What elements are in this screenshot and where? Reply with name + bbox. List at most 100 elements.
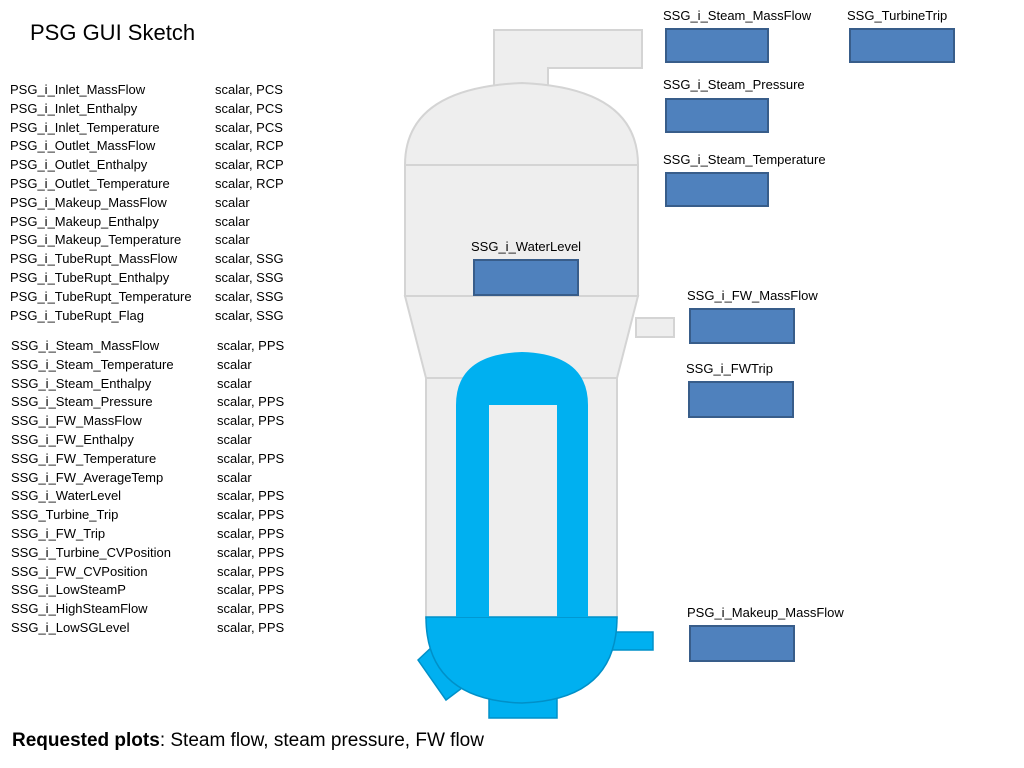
variable-type: scalar, RCP xyxy=(215,175,284,191)
variable-type: scalar xyxy=(217,356,252,372)
variable-row: SSG_i_LowSteamP scalar, PPS xyxy=(11,581,284,600)
feedwater-nozzle xyxy=(635,317,675,338)
steam-massflow-field[interactable] xyxy=(665,28,769,63)
variable-type: scalar xyxy=(215,194,250,210)
fw-trip-label: SSG_i_FWTrip xyxy=(686,361,773,376)
steam-temperature-label: SSG_i_Steam_Temperature xyxy=(663,152,826,167)
variable-type: scalar, PPS xyxy=(217,507,285,523)
variable-name: PSG_i_TubeRupt_Flag xyxy=(10,307,144,323)
variable-type: scalar, PCS xyxy=(215,82,283,97)
variable-name: SSG_i_Steam_Temperature xyxy=(11,356,174,372)
variable-name: PSG_i_Makeup_MassFlow xyxy=(10,194,167,210)
variable-name: PSG_i_Makeup_Temperature xyxy=(10,232,182,248)
u-tube-bundle xyxy=(456,352,588,617)
makeup-massflow-field[interactable] xyxy=(689,625,795,662)
variable-row: PSG_i_TubeRupt_MassFlow scalar, SSG xyxy=(10,250,284,269)
variable-name: PSG_i_Inlet_MassFlow xyxy=(10,82,146,97)
variable-type: scalar, SSG xyxy=(215,269,284,285)
variable-type: scalar, SSG xyxy=(215,251,284,267)
variable-type: scalar, PPS xyxy=(217,525,285,541)
variable-type: scalar, SSG xyxy=(215,307,284,323)
primary-head xyxy=(425,616,618,704)
variable-row: PSG_i_TubeRupt_Temperature scalar, SSG xyxy=(10,288,284,307)
variable-name: SSG_i_FW_Trip xyxy=(11,525,106,541)
variable-type: scalar, PPS xyxy=(217,338,285,353)
variable-row: PSG_i_TubeRupt_Flag scalar, SSG xyxy=(10,307,284,326)
requested-plots-label: Requested plots xyxy=(12,730,160,751)
makeup-massflow-label: PSG_i_Makeup_MassFlow xyxy=(687,605,844,620)
variable-type: scalar, SSG xyxy=(215,288,284,304)
upper-dome xyxy=(403,81,640,166)
variable-name: PSG_i_TubeRupt_MassFlow xyxy=(10,251,178,267)
variable-type: scalar, RCP xyxy=(215,138,284,154)
variable-row: PSG_i_Makeup_Temperature scalar xyxy=(10,231,284,250)
variable-row: SSG_i_FW_Enthalpy scalar xyxy=(11,431,284,450)
variable-name: SSG_i_Steam_Pressure xyxy=(11,394,153,410)
variable-name: SSG_i_WaterLevel xyxy=(11,488,122,504)
variable-type: scalar, RCP xyxy=(215,157,284,173)
variable-row: PSG_i_Outlet_MassFlow scalar, RCP xyxy=(10,137,284,156)
lower-shell xyxy=(425,377,618,619)
steam-pressure-field[interactable] xyxy=(665,98,769,133)
variable-type: scalar xyxy=(217,375,252,391)
variable-type: scalar xyxy=(217,431,252,447)
variable-type: scalar, PPS xyxy=(217,563,285,579)
variable-row: PSG_i_Inlet_Temperature scalar, PCS xyxy=(10,119,284,138)
variable-row: SSG_i_Steam_Temperature scalar xyxy=(11,356,284,375)
variable-name: SSG_i_Turbine_CVPosition xyxy=(11,544,171,560)
variable-name: SSG_i_LowSGLevel xyxy=(11,619,130,635)
variable-name: PSG_i_Inlet_Temperature xyxy=(10,119,160,135)
variable-type: scalar, PPS xyxy=(217,488,285,504)
variable-name: SSG_i_FW_MassFlow xyxy=(11,413,142,429)
variable-type: scalar xyxy=(217,469,252,485)
variable-row: SSG_i_FW_CVPosition scalar, PPS xyxy=(11,563,284,582)
variable-row: SSG_i_Steam_MassFlow scalar, PPS xyxy=(11,337,284,356)
steam-pressure-label: SSG_i_Steam_Pressure xyxy=(663,77,805,92)
variable-name: PSG_i_Inlet_Enthalpy xyxy=(10,100,138,116)
variable-name: SSG_i_FW_CVPosition xyxy=(11,563,148,579)
variable-name: PSG_i_TubeRupt_Temperature xyxy=(10,288,192,304)
variable-name: SSG_i_Steam_MassFlow xyxy=(11,338,160,353)
requested-plots-note: Requested plots: Steam flow, steam press… xyxy=(12,730,484,752)
variable-name: SSG_i_LowSteamP xyxy=(11,582,126,598)
variable-name: SSG_i_FW_Enthalpy xyxy=(11,431,134,447)
requested-plots-text: : Steam flow, steam pressure, FW flow xyxy=(159,730,484,751)
variable-name: PSG_i_Outlet_Enthalpy xyxy=(10,157,148,173)
turbine-trip-field[interactable] xyxy=(849,28,955,63)
fw-trip-field[interactable] xyxy=(688,381,794,418)
variable-type: scalar, PCS xyxy=(215,119,283,135)
page-title: PSG GUI Sketch xyxy=(30,20,196,45)
variable-row: SSG_i_FW_AverageTemp scalar xyxy=(11,469,284,488)
variable-type: scalar, PPS xyxy=(217,544,285,560)
variable-type: scalar xyxy=(215,232,250,248)
variable-name: PSG_i_Outlet_MassFlow xyxy=(10,138,156,154)
variable-name: SSG_i_FW_AverageTemp xyxy=(11,469,164,485)
steam-temperature-field[interactable] xyxy=(665,172,769,207)
variable-type: scalar, PPS xyxy=(217,582,285,598)
variable-row: PSG_i_Makeup_MassFlow scalar xyxy=(10,194,284,213)
variable-name: SSG_i_HighSteamFlow xyxy=(11,601,148,617)
variable-row: SSG_i_Turbine_CVPosition scalar, PPS xyxy=(11,544,284,563)
variable-row: SSG_i_FW_Trip scalar, PPS xyxy=(11,525,284,544)
variable-row: SSG_i_WaterLevel scalar, PPS xyxy=(11,487,284,506)
variable-name: PSG_i_Outlet_Temperature xyxy=(10,175,170,191)
water-level-field[interactable] xyxy=(473,259,579,296)
variable-name: SSG_i_Steam_Enthalpy xyxy=(11,375,152,391)
fw-massflow-label: SSG_i_FW_MassFlow xyxy=(687,288,818,303)
steam-massflow-label: SSG_i_Steam_MassFlow xyxy=(663,8,812,23)
variable-row: PSG_i_Inlet_MassFlow scalar, PCS xyxy=(10,81,284,100)
water-level-label: SSG_i_WaterLevel xyxy=(471,239,582,254)
variable-type: scalar, PPS xyxy=(217,450,285,466)
fw-massflow-field[interactable] xyxy=(689,308,795,344)
